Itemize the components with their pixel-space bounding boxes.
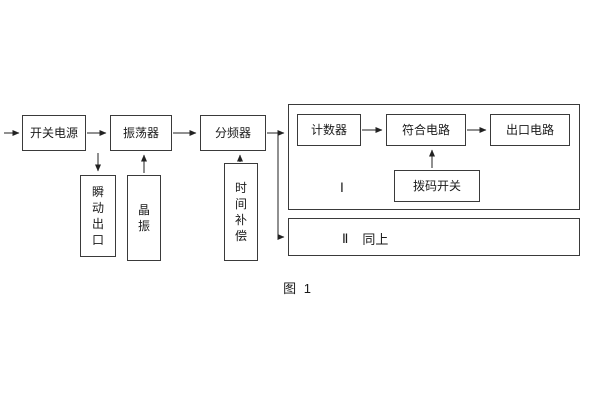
block-label: 分频器 <box>214 125 251 140</box>
block-label: 出口电路 <box>505 122 554 137</box>
block-instantaneous-output: 瞬 动 出 口 <box>80 175 116 257</box>
block-oscillator: 振荡器 <box>110 115 172 151</box>
block-label: 符合电路 <box>401 122 450 137</box>
group2-label-row: Ⅱ 同上 <box>342 229 388 248</box>
group2-same-as-above: 同上 <box>362 232 389 247</box>
block-counter: 计数器 <box>297 114 361 146</box>
figure-caption: 图 1 <box>283 281 313 296</box>
block-output-circuit: 出口电路 <box>490 114 570 146</box>
block-label: 瞬 动 出 口 <box>91 184 104 248</box>
block-label: 时 间 补 偿 <box>234 180 247 244</box>
block-label: 振荡器 <box>122 125 159 140</box>
group1-numeral: Ⅰ <box>340 180 344 195</box>
block-crystal-oscillator: 晶 振 <box>127 175 161 261</box>
block-coincidence-circuit: 符合电路 <box>386 114 466 146</box>
block-frequency-divider: 分频器 <box>200 115 266 151</box>
block-switching-power-supply: 开关电源 <box>22 115 86 151</box>
block-label: 开关电源 <box>29 125 78 140</box>
group2-box <box>288 218 580 256</box>
block-label: 计数器 <box>310 122 347 137</box>
block-time-compensation: 时 间 补 偿 <box>224 163 258 261</box>
block-label: 拨码开关 <box>412 178 461 193</box>
block-label: 晶 振 <box>137 202 150 233</box>
group1-box <box>288 104 580 210</box>
group2-numeral: Ⅱ <box>342 230 349 246</box>
block-dip-switch: 拨码开关 <box>394 170 480 202</box>
